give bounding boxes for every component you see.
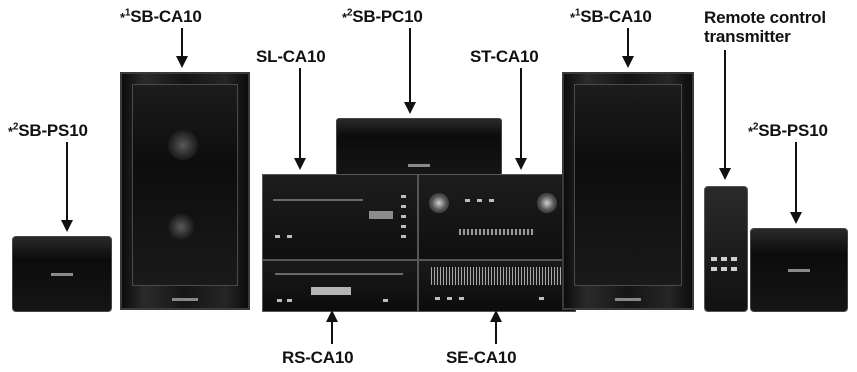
label-sb-ps10-right: *2SB-PS10 (748, 121, 828, 140)
arrow-sb-ps10-left (61, 142, 73, 232)
control-button (287, 299, 292, 302)
volume-knob-right (537, 193, 557, 213)
label-se-ca10: SE-CA10 (446, 348, 517, 367)
speaker-sb-ca10-right (562, 72, 694, 310)
remote-key (721, 257, 727, 261)
control-button (489, 199, 494, 202)
arrow-sb-ca10-left (176, 28, 188, 68)
label-st-ca10: ST-CA10 (470, 47, 539, 66)
volume-knob-left (429, 193, 449, 213)
equalizer-grid (431, 267, 563, 285)
brand-badge (172, 298, 198, 301)
label-sb-ps10-left: *2SB-PS10 (8, 121, 88, 140)
control-button (287, 235, 292, 238)
level-meter (459, 229, 535, 235)
control-button (401, 205, 406, 208)
speaker-grille-frame (574, 84, 682, 286)
label-sb-ca10-right: *1SB-CA10 (570, 7, 652, 26)
remote-key (731, 257, 737, 261)
counter-display (311, 287, 351, 295)
label-remote-control-transmitter: Remote control transmitter (704, 8, 826, 46)
remote-key (731, 267, 737, 271)
speaker-sb-ps10-left (12, 236, 112, 312)
arrow-se-ca10 (490, 310, 502, 344)
label-sl-ca10: SL-CA10 (256, 47, 326, 66)
brand-badge (408, 164, 430, 167)
arrow-sb-ca10-right (622, 28, 634, 68)
control-button (401, 235, 406, 238)
speaker-sb-pc10 (336, 118, 502, 176)
control-button (383, 299, 388, 302)
cd-player-sl-ca10 (262, 174, 418, 260)
control-button (477, 199, 482, 202)
control-button (459, 297, 464, 300)
tape-door (275, 273, 403, 275)
arrow-st-ca10 (515, 68, 527, 170)
label-rs-ca10: RS-CA10 (282, 348, 354, 367)
label-sb-ca10-left: *1SB-CA10 (120, 7, 202, 26)
remote-key (721, 267, 727, 271)
remote-key (711, 257, 717, 261)
arrow-remote-control (719, 50, 731, 180)
remote-key (711, 267, 717, 271)
label-sb-pc10: *2SB-PC10 (342, 7, 423, 26)
arrow-sl-ca10 (294, 68, 306, 170)
equalizer-se-ca10 (418, 260, 576, 312)
label-remote-line-2: transmitter (704, 27, 791, 46)
control-button (277, 299, 282, 302)
arrow-rs-ca10 (326, 310, 338, 344)
brand-badge (51, 273, 73, 276)
speaker-cone-upper (168, 130, 198, 160)
tuner-amplifier-st-ca10 (418, 174, 576, 260)
speaker-cone-lower (168, 214, 194, 240)
cassette-deck-rs-ca10 (262, 260, 418, 312)
brand-badge (615, 298, 641, 301)
control-button (275, 235, 280, 238)
brand-badge (788, 269, 810, 272)
disc-tray (273, 199, 363, 201)
control-button (401, 215, 406, 218)
speaker-sb-ca10-left (120, 72, 250, 310)
control-button (435, 297, 440, 300)
control-button (401, 195, 406, 198)
control-button (447, 297, 452, 300)
control-button (465, 199, 470, 202)
control-button (401, 225, 406, 228)
arrow-sb-pc10 (404, 28, 416, 114)
control-button (539, 297, 544, 300)
remote-control-transmitter (704, 186, 748, 312)
speaker-sb-ps10-right (750, 228, 848, 312)
arrow-sb-ps10-right (790, 142, 802, 224)
speaker-grille-frame (132, 84, 238, 286)
label-remote-line-1: Remote control (704, 8, 826, 27)
display-strip (369, 211, 393, 219)
